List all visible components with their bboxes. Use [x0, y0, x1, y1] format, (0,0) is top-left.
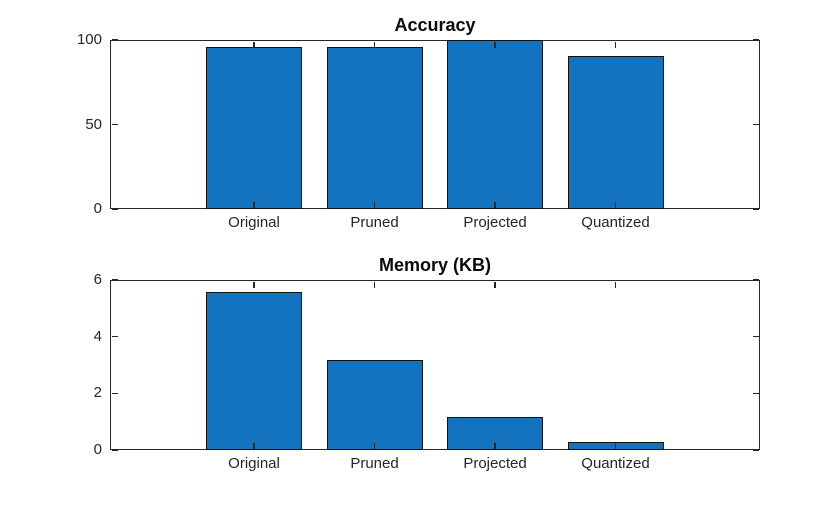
y-tick-right [752, 123, 759, 126]
y-tick [111, 392, 118, 395]
bar-projected [447, 40, 543, 209]
y-tick-label: 0 [93, 200, 102, 217]
x-tick-bottom [494, 442, 496, 449]
x-tick-top [494, 41, 496, 48]
y-tick-right [752, 335, 759, 338]
y-tick [111, 39, 118, 41]
bar-projected [447, 417, 543, 450]
bar-pruned [326, 360, 423, 450]
x-tick-bottom [614, 442, 617, 449]
x-tick-bottom [373, 442, 376, 449]
y-tick-right [752, 279, 759, 281]
y-tick-label: 100 [76, 31, 102, 48]
x-tick-label-quantized: Quantized [581, 455, 650, 472]
x-tick-bottom [614, 201, 617, 208]
y-tick [111, 208, 118, 210]
y-tick [111, 449, 118, 451]
x-tick-top [253, 281, 255, 288]
accuracy-chart-title: Accuracy [394, 15, 476, 35]
y-tick [111, 123, 118, 126]
bar-pruned [326, 46, 423, 209]
x-tick-label-pruned: Pruned [350, 214, 399, 231]
x-tick-label-projected: Projected [463, 455, 527, 472]
y-tick-label: 4 [93, 327, 102, 345]
y-tick-label: 2 [93, 384, 102, 402]
x-tick-label-quantized: Quantized [581, 214, 650, 231]
y-tick-label: 6 [93, 271, 102, 288]
memory-chart-title: Memory (KB) [378, 255, 491, 275]
x-tick-top [373, 281, 376, 288]
y-tick-right [752, 449, 759, 451]
y-tick-right [752, 208, 759, 210]
x-tick-label-original: Original [228, 214, 280, 231]
y-tick [111, 335, 118, 338]
y-tick-right [752, 392, 759, 395]
x-tick-bottom [494, 201, 496, 208]
y-tick [111, 279, 118, 281]
x-tick-label-original: Original [228, 455, 280, 472]
x-tick-top [614, 41, 617, 48]
y-tick-label: 50 [85, 115, 102, 133]
x-tick-bottom [253, 201, 255, 208]
x-tick-top [373, 41, 376, 48]
bar-original [206, 46, 302, 209]
x-tick-top [494, 281, 496, 288]
y-tick-label: 0 [93, 441, 102, 458]
bar-quantized [567, 56, 664, 209]
bar-original [206, 292, 302, 450]
x-tick-bottom [373, 201, 376, 208]
x-tick-bottom [253, 442, 255, 449]
x-tick-top [253, 41, 255, 48]
x-tick-top [614, 281, 617, 288]
y-tick-right [752, 39, 759, 41]
x-tick-label-pruned: Pruned [350, 455, 399, 472]
x-tick-label-projected: Projected [463, 214, 527, 231]
